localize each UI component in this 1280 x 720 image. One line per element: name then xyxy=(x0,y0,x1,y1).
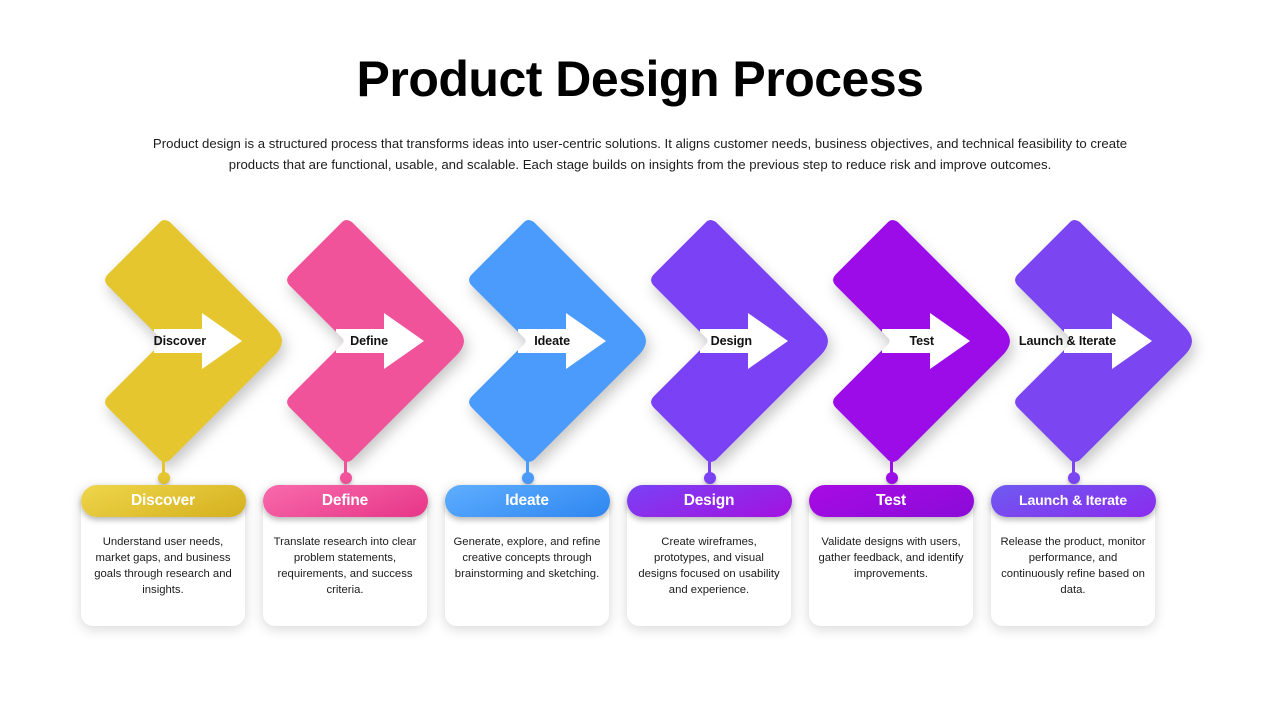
connector-dot-launch xyxy=(1067,472,1080,484)
header: Product Design Process Product design is… xyxy=(0,52,1280,176)
chevron-shape-test xyxy=(830,216,1010,466)
chevron-step-ideate[interactable]: Ideate xyxy=(456,216,646,484)
connector-line-discover xyxy=(162,456,165,478)
connector-launch xyxy=(1067,456,1080,484)
arrow-right-icon xyxy=(154,313,242,369)
arrow-right-icon xyxy=(700,313,788,369)
chevron-label-ideate: Ideate xyxy=(534,334,570,348)
chevron-step-launch[interactable]: Launch & Iterate xyxy=(1002,216,1192,484)
connector-line-ideate xyxy=(526,456,529,478)
chevron-step-discover[interactable]: Discover xyxy=(92,216,282,484)
step-badge-label-launch: Launch & Iterate xyxy=(1019,493,1127,509)
step-description-ideate: Generate, explore, and refine creative c… xyxy=(453,536,601,581)
step-badge-launch[interactable]: Launch & Iterate xyxy=(990,485,1156,517)
connector-dot-define xyxy=(339,472,352,484)
connector-dot-design xyxy=(703,472,716,484)
step-badge-define[interactable]: Define xyxy=(262,485,428,517)
step-description-launch: Release the product, monitor performance… xyxy=(1000,536,1146,597)
connector-line-define xyxy=(344,456,347,478)
step-description-define: Translate research into clear problem st… xyxy=(273,536,417,597)
connector-discover xyxy=(157,456,170,484)
connector-dot-discover xyxy=(157,472,170,484)
step-badge-label-discover: Discover xyxy=(131,492,195,509)
step-badge-label-define: Define xyxy=(321,492,369,509)
chevron-step-design[interactable]: Design xyxy=(638,216,828,484)
arrow-right-icon xyxy=(1064,313,1152,369)
chevron-shape-ideate xyxy=(466,216,646,466)
connector-line-test xyxy=(890,456,893,478)
chevron-shape-define xyxy=(284,216,464,466)
page-subtitle: Product design is a structured process t… xyxy=(152,136,1128,173)
step-description-design: Create wireframes, prototypes, and visua… xyxy=(638,536,780,597)
connector-define xyxy=(339,456,352,484)
step-badge-label-test: Test xyxy=(876,492,906,509)
connector-line-design xyxy=(708,456,711,478)
connector-dot-test xyxy=(885,472,898,484)
connector-ideate xyxy=(521,456,534,484)
chevron-shape-design xyxy=(648,216,828,466)
chevron-label-design: Design xyxy=(710,334,752,348)
arrow-right-icon xyxy=(518,313,606,369)
page-title: Product Design Process xyxy=(356,51,924,107)
chevron-label-discover: Discover xyxy=(153,334,207,348)
chevron-step-test[interactable]: Test xyxy=(820,216,1010,484)
step-description-discover: Understand user needs, market gaps, and … xyxy=(94,536,232,597)
step-badge-ideate[interactable]: Ideate xyxy=(444,485,610,517)
chevron-row: Discover Define Ideate Design Test Launch & I… xyxy=(0,216,1280,484)
step-description-test: Validate designs with users, gather feed… xyxy=(818,536,964,581)
step-badge-test[interactable]: Test xyxy=(808,485,974,517)
chevron-shape-launch xyxy=(1012,216,1192,466)
arrow-right-icon xyxy=(336,313,424,369)
chevron-shape-discover xyxy=(102,216,282,466)
connector-test xyxy=(885,456,898,484)
connector-line-launch xyxy=(1072,456,1075,478)
arrow-right-icon xyxy=(882,313,970,369)
chevron-label-define: Define xyxy=(350,334,388,348)
chevron-label-launch: Launch & Iterate xyxy=(1018,334,1116,348)
connector-dot-ideate xyxy=(521,472,534,484)
step-badge-design[interactable]: Design xyxy=(626,485,792,517)
chevron-step-define[interactable]: Define xyxy=(274,216,464,484)
step-badge-discover[interactable]: Discover xyxy=(80,485,246,517)
step-badge-label-design: Design xyxy=(683,492,735,509)
connector-design xyxy=(703,456,716,484)
chevron-label-test: Test xyxy=(909,334,934,348)
step-badge-label-ideate: Ideate xyxy=(505,492,549,509)
